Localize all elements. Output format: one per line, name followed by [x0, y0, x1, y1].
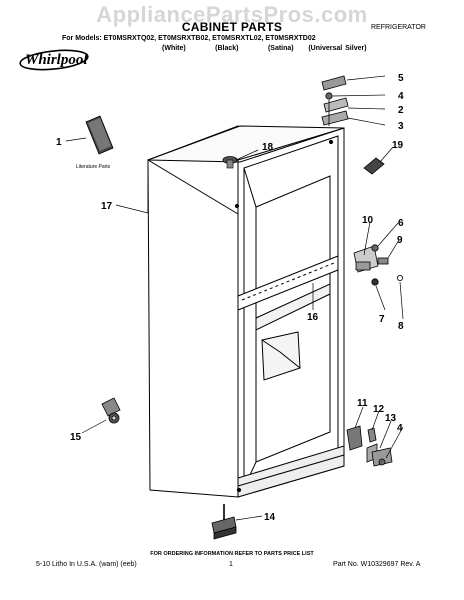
watermark: AppliancePartsPros.com: [96, 2, 368, 27]
page-number: 1: [229, 561, 233, 568]
callout-17: 17: [101, 201, 113, 212]
callout-7: 7: [379, 314, 385, 325]
bottom-hinge-assembly[interactable]: [346, 425, 393, 467]
roller[interactable]: [101, 397, 121, 424]
ordering-note: FOR ORDERING INFORMATION REFER TO PARTS …: [150, 551, 314, 557]
callout-3: 3: [398, 121, 404, 132]
callout-11: 11: [357, 398, 368, 409]
litho-info: 5-10 Litho In U.S.A. (wam) (eeb): [36, 561, 137, 568]
callout-5: 5: [398, 73, 404, 84]
callout-4-bottom: 4: [397, 423, 403, 434]
callout-6: 6: [398, 218, 404, 229]
category-label: REFRIGERATOR: [371, 24, 426, 31]
variants-line: (White) (Black) (Satina) (Universal Silv…: [162, 45, 367, 52]
leader-lines: [65, 75, 404, 521]
logo-text: Whirlpool: [25, 52, 88, 68]
literature-parts[interactable]: Literature Parts: [76, 115, 114, 170]
callout-13: 13: [385, 413, 397, 424]
callout-numbers: 1 2 3 4 4 5 6 7 8 9 10 11 12 13 14 15 16…: [56, 73, 404, 523]
callout-8: 8: [398, 321, 404, 332]
center-hinge-assembly[interactable]: [353, 244, 403, 286]
leveling-leg[interactable]: [211, 504, 237, 540]
cabinet-body[interactable]: [147, 125, 345, 498]
models-line: For Models: ET0MSRXTQ02, ET0MSRXTB02, ET…: [62, 35, 316, 42]
part-number: Part No. W10329697 Rev. A: [333, 561, 421, 568]
literature-label: Literature Parts: [76, 164, 111, 170]
callout-19: 19: [392, 140, 404, 151]
top-hinge-assembly[interactable]: [321, 75, 349, 126]
callout-9: 9: [397, 235, 403, 246]
callout-2: 2: [398, 105, 404, 116]
hinge-cover[interactable]: [363, 157, 385, 175]
callout-1: 1: [56, 137, 62, 148]
callout-18: 18: [262, 142, 274, 153]
plug-button[interactable]: [222, 156, 238, 169]
callout-12: 12: [373, 404, 385, 415]
callout-15: 15: [70, 432, 82, 443]
callout-4-top: 4: [398, 91, 404, 102]
callout-16: 16: [307, 312, 319, 323]
callout-10: 10: [362, 215, 374, 226]
whirlpool-logo: Whirlpool: [18, 46, 90, 77]
callout-14: 14: [264, 512, 276, 523]
page-title: CABINET PARTS: [181, 20, 283, 34]
